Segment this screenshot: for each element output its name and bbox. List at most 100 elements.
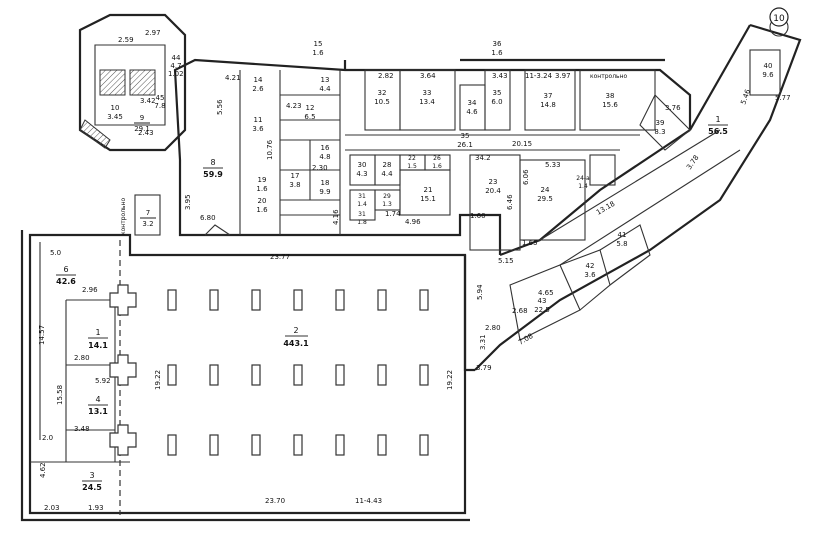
dim-20-15: 20.15 <box>512 140 532 148</box>
room-35c-area: 26.1 <box>457 141 473 149</box>
dim-11-4-43: 11-4.43 <box>355 497 382 505</box>
dim-23-77: 23.77 <box>270 253 290 261</box>
room-35c-number: 35 <box>461 132 470 140</box>
room-31-area: 1.4 <box>357 201 367 208</box>
dimension-labels: 23.77 23.70 11-4.43 19.22 19.22 14.57 15… <box>38 29 791 512</box>
room-41-area: 5.8 <box>616 240 627 248</box>
room-35-area: 6.0 <box>491 98 502 106</box>
dim-5-46: 5.46 <box>739 88 752 106</box>
room-18-number: 18 <box>321 179 330 187</box>
room-42-number: 42 <box>586 262 595 270</box>
room-36-number: 36 <box>493 40 502 48</box>
room-13-area: 4.4 <box>319 85 331 93</box>
room-31b-area: 1.8 <box>357 219 367 226</box>
dim-6-80: 6.80 <box>200 214 216 222</box>
dim-15-58: 15.58 <box>56 385 64 405</box>
dim-2-43: 2.43 <box>138 129 154 137</box>
dim-13-18: 13.18 <box>595 200 616 217</box>
room-6-number: 6 <box>63 265 68 274</box>
dim-6-06: 6.06 <box>522 169 530 185</box>
dim-4-62: 4.62 <box>39 462 47 478</box>
dim-4-16: 4.16 <box>332 209 340 225</box>
room-29-area: 1.3 <box>382 201 392 208</box>
room-39-number: 39 <box>656 119 665 127</box>
room-3-area: 24.5 <box>82 483 102 492</box>
room-1-number: 1 <box>715 115 720 124</box>
dim-19-22-left: 19.22 <box>154 370 162 390</box>
room-43-area: 22.5 <box>534 306 550 314</box>
label-5-0: 5.0 <box>50 249 61 257</box>
room-17-number: 17 <box>291 172 300 180</box>
room-8-number: 8 <box>210 158 215 167</box>
dim-19-22-right: 19.22 <box>446 370 454 390</box>
room-39-area: 8.3 <box>654 128 665 136</box>
room-11-number: 11 <box>254 116 263 124</box>
room-8-area: 59.9 <box>203 170 223 179</box>
room-38-area: 15.6 <box>602 101 618 109</box>
dim-4-96: 4.96 <box>405 218 421 226</box>
room-12-number: 12 <box>306 104 315 112</box>
dim-1-60: 1.60 <box>470 212 486 220</box>
hall-columns <box>109 284 429 456</box>
label-kontrolno-top: контрольно <box>590 73 627 80</box>
label-kontrolno-left: контрольно <box>120 198 127 235</box>
room-21-area: 15.1 <box>420 195 436 203</box>
room-14-area: 2.6 <box>252 85 264 93</box>
dim-2-80b: 2.80 <box>485 324 501 332</box>
room-18-area: 9.9 <box>319 188 330 196</box>
sheet-badge-number: 10 <box>773 14 785 24</box>
room-37-area: 14.8 <box>540 101 556 109</box>
dim-3-95: 3.95 <box>184 194 192 210</box>
room-35-number: 35 <box>493 89 502 97</box>
dim-5-56: 5.56 <box>216 99 224 115</box>
room-22-area: 1.5 <box>407 163 417 170</box>
room-23-number: 23 <box>489 178 498 186</box>
room-24a-number: 24-a <box>576 175 590 182</box>
sheet-badge-circle <box>769 7 789 27</box>
room-4-area: 13.1 <box>88 407 108 416</box>
room-16-area: 4.8 <box>319 153 330 161</box>
dim-5-94: 5.94 <box>476 284 484 300</box>
room-17-area: 3.8 <box>289 181 300 189</box>
room-11-area: 3.6 <box>252 125 264 133</box>
room-14-number: 14 <box>254 76 263 84</box>
room-43-number: 43 <box>538 297 547 305</box>
room-19-number: 19 <box>258 176 267 184</box>
dim-2-96: 2.96 <box>82 286 98 294</box>
dim-1-93: 1.93 <box>88 504 104 512</box>
room-2-number: 2 <box>293 326 298 335</box>
room-40-area: 9.6 <box>762 71 774 79</box>
dim-4-65: 4.65 <box>538 289 554 297</box>
room-32-area: 10.5 <box>374 98 390 106</box>
dim-10-76: 10.76 <box>266 139 274 160</box>
room-24-area: 29.5 <box>537 195 553 203</box>
dim-3-43: 3.43 <box>492 72 508 80</box>
room-2-area: 443.1 <box>283 339 309 348</box>
room-7-area: 3.2 <box>142 220 153 228</box>
room-31b-number: 31 <box>358 211 366 218</box>
dim-4-23: 4.23 <box>286 102 302 110</box>
label-5-92: 5.92 <box>95 377 111 385</box>
room-34-area: 4.6 <box>466 108 478 116</box>
room-16-number: 16 <box>321 144 330 152</box>
dim-2-03: 2.03 <box>44 504 60 512</box>
room-29-number: 29 <box>383 193 391 200</box>
dim-4-21: 4.21 <box>225 74 241 82</box>
dim-2-97: 2.97 <box>145 29 161 37</box>
room-12-area: 6.5 <box>304 113 315 121</box>
dim-6-46: 6.46 <box>506 194 514 210</box>
dim-3-48: 3.48 <box>74 425 90 433</box>
dim-3-64: 3.64 <box>420 72 436 80</box>
room-41-number: 41 <box>618 231 627 239</box>
room-23-area: 20.4 <box>485 187 501 195</box>
room-labels: 2 443.1 1 56.5 1 14.1 4 13.1 3 24.5 6 42… <box>50 7 789 492</box>
room-22-number: 22 <box>408 155 416 162</box>
dim-2-82: 2.82 <box>378 72 394 80</box>
room-28-number: 28 <box>383 161 392 169</box>
room-38-number: 38 <box>606 92 615 100</box>
room-24-number: 24 <box>541 186 550 194</box>
room-45-area: 7.8 <box>154 102 165 110</box>
room-36-area: 1.6 <box>491 49 503 57</box>
room-26-area: 1.6 <box>432 163 442 170</box>
room-30-number: 30 <box>358 161 367 169</box>
